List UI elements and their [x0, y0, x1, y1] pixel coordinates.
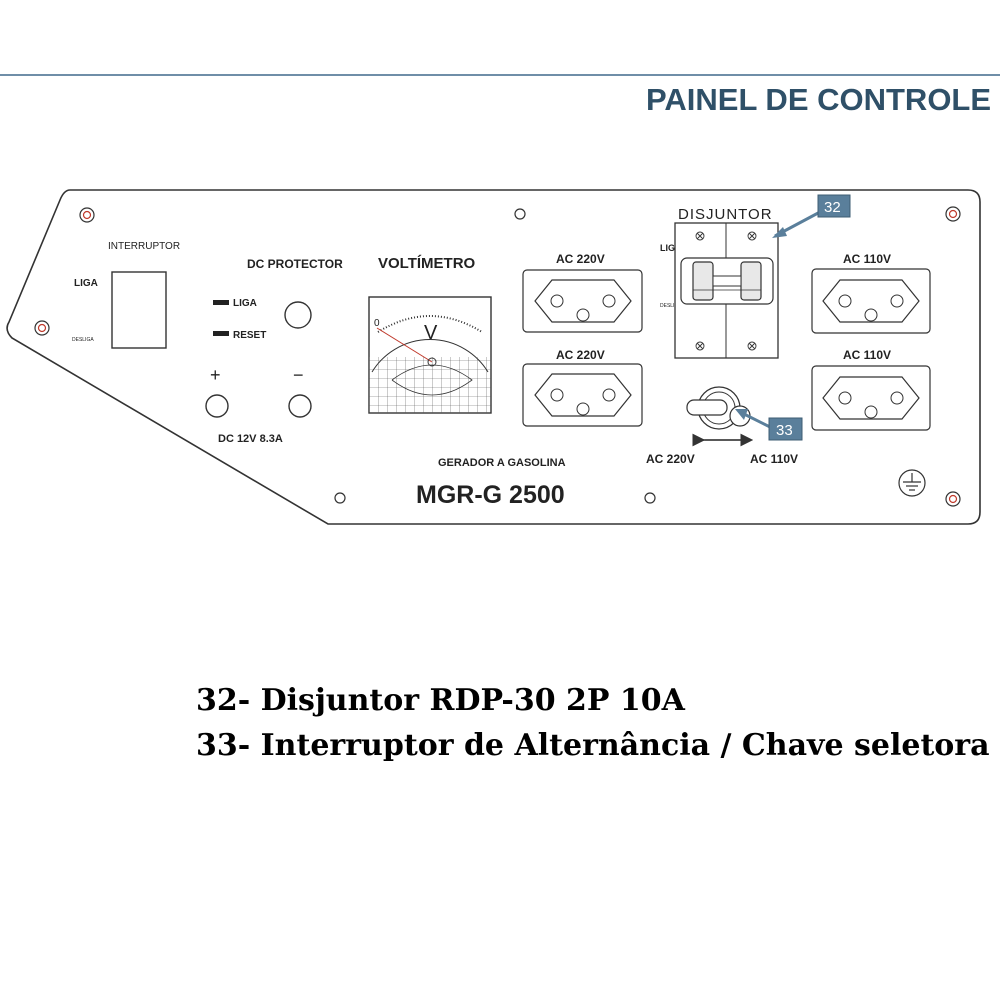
header-rule [0, 74, 1000, 76]
dc-liga-label: LIGA [233, 298, 257, 309]
legend-item-33: 33- Interruptor de Alternância / Chave s… [196, 728, 990, 763]
outlet-220-top[interactable] [522, 269, 643, 333]
callout-33-arrow-icon [735, 409, 748, 420]
model-name: MGR-G 2500 [416, 481, 565, 509]
outlet-220-bottom[interactable] [522, 363, 643, 427]
dc-positive-terminal[interactable] [205, 394, 229, 418]
selector-left-label: AC 220V [646, 452, 695, 466]
disjuntor-liga-label: LIGA [660, 243, 682, 253]
callout-32-arrow-icon [772, 227, 787, 238]
disjuntor-title: DISJUNTOR [678, 206, 773, 223]
screw-icon [644, 492, 656, 504]
dc-negative-terminal[interactable] [288, 394, 312, 418]
screw-icon [945, 206, 961, 222]
outlet-label-220-top: AC 220V [556, 252, 605, 266]
outlet-label-110-top: AC 110V [843, 252, 891, 266]
voltmeter-title: VOLTÍMETRO [378, 255, 476, 272]
callout-33-box [768, 417, 803, 441]
interruptor-title: INTERRUPTOR [108, 241, 180, 252]
callout-32-box [817, 194, 851, 218]
panel-screws [34, 206, 961, 507]
dc-protector-title: DC PROTECTOR [247, 257, 343, 271]
callout-33-label: 33 [776, 422, 793, 439]
dc-plus-label: + [210, 365, 221, 385]
disjuntor-desliga-label: DESLIGA [660, 303, 682, 309]
dc-protector-button[interactable] [284, 301, 312, 329]
outlet-110-top[interactable] [811, 268, 931, 334]
outlet-label-220-bottom: AC 220V [556, 348, 605, 362]
screw-icon [34, 320, 50, 336]
interruptor-liga-label: LIGA [74, 278, 98, 289]
outlet-label-110-bottom: AC 110V [843, 348, 891, 362]
main-power-switch[interactable] [111, 271, 167, 349]
legend: 32- Disjuntor RDP-30 2P 10A 33- Interrup… [196, 678, 990, 768]
outlet-110-bottom[interactable] [811, 365, 931, 431]
reset-indicator-icon [213, 331, 229, 336]
voltage-selector-switch[interactable] [686, 386, 751, 430]
dc-reset-label: RESET [233, 330, 266, 341]
model-subtitle: GERADOR A GASOLINA [438, 457, 566, 469]
screw-icon [79, 207, 95, 223]
voltmeter-gauge [368, 296, 492, 414]
legend-item-32: 32- Disjuntor RDP-30 2P 10A [196, 683, 685, 718]
screw-icon [945, 491, 961, 507]
voltmeter-scale-zero: 0 [374, 318, 380, 329]
dc-rating-label: DC 12V 8.3A [218, 433, 283, 445]
dc-minus-label: − [293, 365, 304, 385]
liga-indicator-icon [213, 300, 229, 305]
voltmeter-needle-mark: V [424, 322, 438, 344]
page-title: PAINEL DE CONTROLE [646, 82, 992, 117]
interruptor-desliga-label: DESLIGA [72, 337, 94, 343]
callout-32-label: 32 [824, 199, 841, 216]
ground-terminal-icon[interactable] [898, 469, 926, 497]
selector-right-label: AC 110V [750, 452, 798, 466]
screw-icon [514, 208, 526, 220]
circuit-breaker[interactable] [674, 222, 779, 359]
screw-icon [334, 492, 346, 504]
